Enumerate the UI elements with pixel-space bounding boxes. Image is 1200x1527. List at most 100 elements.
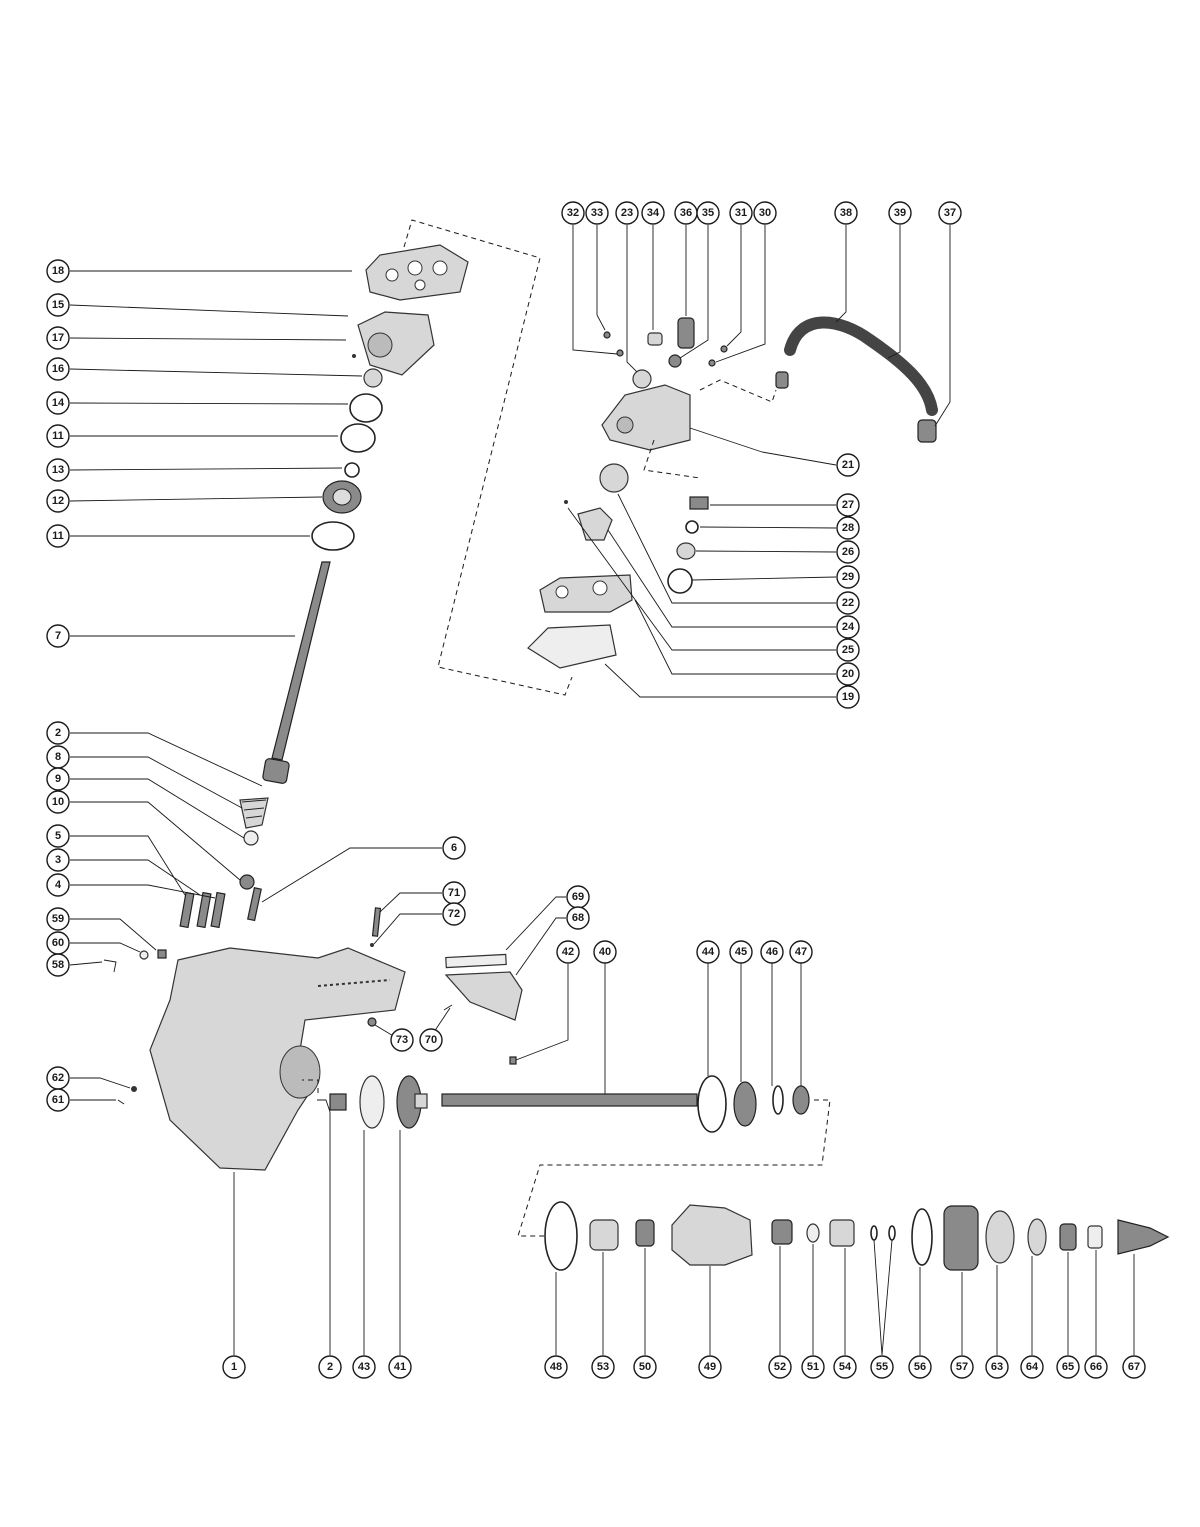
part-56-oring: [911, 1208, 933, 1266]
callout-5-label: 5: [55, 830, 61, 842]
part-14-oring: [349, 393, 383, 423]
part-19-gasket: [527, 624, 617, 669]
callout-1: 1: [222, 1355, 246, 1379]
callout-32: 32: [561, 201, 585, 225]
part-21-pump-housing: [601, 384, 691, 451]
callout-6-label: 6: [451, 842, 457, 854]
callout-45: 45: [729, 940, 753, 964]
callout-45-label: 45: [735, 946, 747, 958]
callout-59: 59: [46, 907, 70, 931]
callout-12-label: 12: [52, 495, 64, 507]
part-2-bushing-lower: [329, 1093, 347, 1111]
callout-25: 25: [836, 638, 860, 662]
callout-33-label: 33: [591, 207, 603, 219]
callout-20: 20: [836, 662, 860, 686]
callout-3-label: 3: [55, 854, 61, 866]
callout-2-lower-label: 2: [327, 1361, 333, 1373]
part-59-60-58-small-hardware: [103, 949, 167, 973]
callout-63: 63: [985, 1355, 1009, 1379]
part-8-pinion-gear: [239, 797, 269, 829]
part-50-bearing: [635, 1219, 655, 1247]
callout-21: 21: [836, 453, 860, 477]
callout-31-label: 31: [735, 207, 747, 219]
callout-42-label: 42: [562, 946, 574, 958]
callout-56: 56: [908, 1355, 932, 1379]
part-32-33-small-parts: [603, 331, 624, 357]
callout-35-label: 35: [702, 207, 714, 219]
callout-35: 35: [696, 201, 720, 225]
part-36-tube-fitting: [775, 371, 789, 389]
callout-46: 46: [760, 940, 784, 964]
callout-39-label: 39: [894, 207, 906, 219]
callout-9: 9: [46, 767, 70, 791]
callout-30-label: 30: [759, 207, 771, 219]
callout-62: 62: [46, 1066, 70, 1090]
callout-65-label: 65: [1062, 1361, 1074, 1373]
callout-52-label: 52: [774, 1361, 786, 1373]
part-64-washer: [1027, 1218, 1047, 1256]
callout-71-label: 71: [448, 887, 460, 899]
callout-38: 38: [834, 201, 858, 225]
callout-70: 70: [419, 1028, 443, 1052]
callout-32-label: 32: [567, 207, 579, 219]
callout-33: 33: [585, 201, 609, 225]
callout-48-label: 48: [550, 1361, 562, 1373]
callout-8-label: 8: [55, 751, 61, 763]
part-9-washer: [243, 830, 259, 846]
callout-43: 43: [352, 1355, 376, 1379]
callout-57-label: 57: [956, 1361, 968, 1373]
callout-40-label: 40: [599, 946, 611, 958]
callout-72-label: 72: [448, 908, 460, 920]
callout-8: 8: [46, 745, 70, 769]
part-17-pin: [352, 354, 356, 358]
callout-26: 26: [836, 540, 860, 564]
callout-37: 37: [938, 201, 962, 225]
callout-27-label: 27: [842, 499, 854, 511]
callout-70-label: 70: [425, 1034, 437, 1046]
callout-65: 65: [1056, 1355, 1080, 1379]
callout-60-label: 60: [52, 937, 64, 949]
callout-51: 51: [801, 1355, 825, 1379]
callout-72: 72: [442, 902, 466, 926]
callout-73: 73: [390, 1028, 414, 1052]
callout-20-label: 20: [842, 668, 854, 680]
callout-19-label: 19: [842, 691, 854, 703]
part-54-thrust-hub: [829, 1219, 855, 1247]
callout-55-label: 55: [876, 1361, 888, 1373]
callout-2-lower: 2: [318, 1355, 342, 1379]
part-13-washer: [344, 462, 360, 478]
callout-47-label: 47: [795, 946, 807, 958]
part-41-forward-gear: [396, 1075, 428, 1129]
leader-lines: [69, 225, 1135, 1356]
callout-23-label: 23: [621, 207, 633, 219]
part-27-28-26-29-small: [667, 496, 709, 594]
part-10-nut: [239, 874, 255, 890]
part-18-gasket: [365, 244, 469, 301]
callout-14: 14: [46, 391, 70, 415]
callout-30: 30: [753, 201, 777, 225]
callout-59-label: 59: [52, 913, 64, 925]
part-40-propeller-shaft: [441, 1093, 698, 1107]
callout-34-label: 34: [647, 207, 660, 219]
callout-46-label: 46: [766, 946, 778, 958]
callout-34: 34: [641, 201, 665, 225]
callout-47: 47: [789, 940, 813, 964]
callout-66: 66: [1084, 1355, 1108, 1379]
part-65-nut: [1059, 1223, 1077, 1251]
part-55-clips: [870, 1225, 896, 1241]
callout-27: 27: [836, 493, 860, 517]
part-24-impeller: [577, 507, 613, 541]
callout-18: 18: [46, 259, 70, 283]
callout-58: 58: [46, 953, 70, 977]
part-25-key: [564, 500, 568, 504]
part-48-oring: [544, 1201, 578, 1271]
callout-69-label: 69: [572, 891, 584, 903]
part-44-45-46-47-bearing-stack: [697, 1075, 810, 1133]
part-11-gasket-top: [340, 423, 376, 453]
callout-41-label: 41: [394, 1361, 406, 1373]
callout-37-label: 37: [944, 207, 956, 219]
callout-49: 49: [698, 1355, 722, 1379]
callout-31: 31: [729, 201, 753, 225]
callout-14-label: 14: [52, 397, 65, 409]
